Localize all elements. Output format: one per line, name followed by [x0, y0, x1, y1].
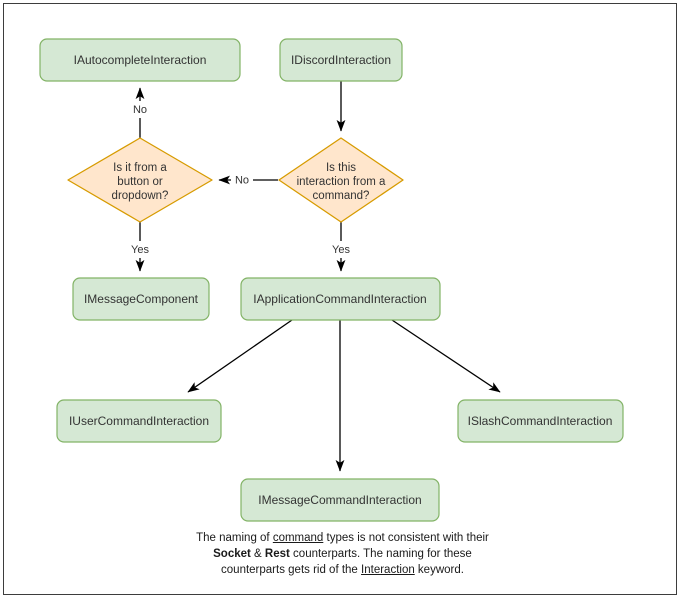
footnote-line3-suffix: keyword. — [414, 564, 464, 576]
node-message-component-label: IMessageComponent — [84, 292, 199, 306]
node-decision-is-command-shape[interactable] — [278, 137, 404, 223]
node-autocomplete-interaction[interactable]: IAutocompleteInteraction — [39, 38, 241, 82]
edge-label-backdrop-yes-right — [329, 241, 355, 258]
edge-label-backdrop-no-vertical — [129, 101, 151, 118]
node-discord-interaction-label: IDiscordInteraction — [291, 53, 391, 67]
footnote-line2-suffix: counterparts. The naming for these — [289, 548, 472, 560]
node-decision-button-or-dropdown[interactable]: Is it from a button or dropdown? — [67, 137, 213, 223]
node-user-command-interaction[interactable]: IUserCommandInteraction — [56, 399, 222, 443]
diagram-footnote: The naming of command types is not consi… — [130, 530, 555, 578]
node-slash-command-interaction[interactable]: ISlashCommandInteraction — [457, 399, 624, 443]
footnote-line-2: Socket & Rest counterparts. The naming f… — [130, 546, 555, 562]
node-discord-interaction[interactable]: IDiscordInteraction — [279, 38, 403, 82]
footnote-ampersand: & — [250, 548, 265, 560]
node-decision-command-line-1: Is this — [326, 162, 356, 174]
node-slash-command-interaction-shape[interactable] — [457, 399, 624, 443]
footnote-rest-keyword: Rest — [264, 548, 290, 560]
node-decision-button-or-dropdown-shape[interactable] — [67, 137, 213, 223]
node-autocomplete-interaction-shape[interactable] — [39, 38, 241, 82]
node-decision-command-line-2: interaction from a — [297, 176, 386, 188]
node-message-component-shape[interactable] — [72, 277, 210, 321]
node-autocomplete-interaction-label: IAutocompleteInteraction — [74, 53, 207, 67]
footnote-socket-keyword: Socket — [213, 548, 251, 560]
node-decision-button-line-3: dropdown? — [112, 190, 169, 202]
edge-label-no-horizontal: No — [235, 174, 249, 186]
node-message-command-interaction-label: IMessageCommandInteraction — [258, 493, 421, 507]
footnote-line1-prefix: The naming of — [196, 532, 273, 544]
node-decision-is-command[interactable]: Is this interaction from a command? — [278, 137, 404, 223]
node-decision-button-line-2: button or — [117, 176, 163, 188]
footnote-line-3: counterparts gets rid of the Interaction… — [130, 562, 555, 578]
footnote-line-1: The naming of command types is not consi… — [130, 530, 555, 546]
node-user-command-interaction-shape[interactable] — [56, 399, 222, 443]
footnote-line1-suffix: types is not consistent with their — [323, 532, 489, 544]
edge-label-backdrop-yes-left — [128, 241, 154, 258]
node-message-command-interaction-shape[interactable] — [240, 478, 440, 522]
node-discord-interaction-shape[interactable] — [279, 38, 403, 82]
node-decision-command-line-3: command? — [313, 190, 370, 202]
edges-layer: No Yes No Yes — [128, 81, 501, 472]
edge-app-command-to-user-command — [187, 319, 293, 393]
footnote-command-keyword: command — [272, 532, 324, 544]
node-message-command-interaction[interactable]: IMessageCommandInteraction — [240, 478, 440, 522]
edge-label-backdrop-no-horizontal — [231, 171, 253, 188]
edge-label-yes-left: Yes — [131, 244, 149, 256]
node-user-command-interaction-label: IUserCommandInteraction — [69, 414, 209, 428]
edge-label-yes-right: Yes — [332, 244, 350, 256]
nodes-layer: IAutocompleteInteraction IDiscordInterac… — [39, 38, 624, 522]
node-application-command-interaction[interactable]: IApplicationCommandInteraction — [240, 277, 441, 321]
node-slash-command-interaction-label: ISlashCommandInteraction — [468, 414, 613, 428]
footnote-line3-prefix: counterparts gets rid of the — [221, 564, 362, 576]
edge-label-no-vertical: No — [133, 104, 147, 116]
edge-app-command-to-slash-command — [391, 319, 501, 393]
node-application-command-interaction-shape[interactable] — [240, 277, 441, 321]
node-decision-button-line-1: Is it from a — [113, 162, 167, 174]
node-application-command-interaction-label: IApplicationCommandInteraction — [253, 292, 426, 306]
footnote-interaction-keyword: Interaction — [361, 564, 415, 576]
node-message-component[interactable]: IMessageComponent — [72, 277, 210, 321]
